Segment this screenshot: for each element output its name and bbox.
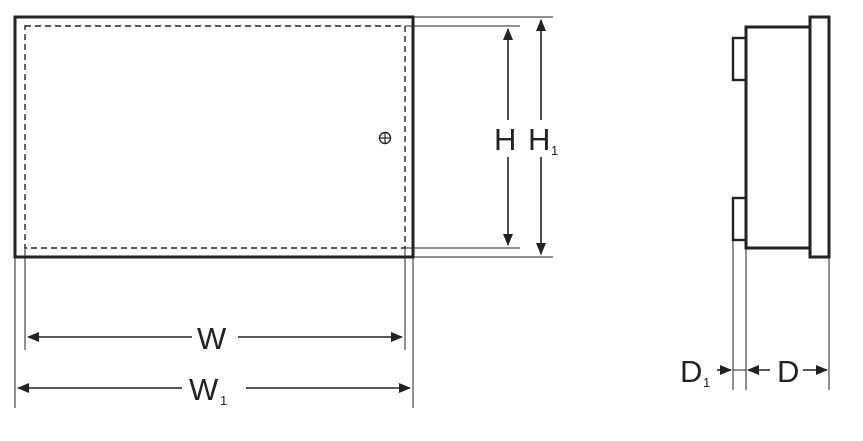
d-label: D [777,354,799,389]
w1-label: W [189,372,219,407]
front-view: H H 1 W W 1 [13,15,558,408]
w-label: W [197,321,227,356]
side-view: D 1 D [680,15,831,390]
upper-hinge [731,36,748,82]
lower-hinge [731,196,748,242]
front-body-hidden-outline [24,25,406,249]
d1-label: D [680,354,702,389]
w1-subscript: 1 [220,393,227,408]
lock-icon [378,131,392,145]
d1-subscript: 1 [703,375,710,390]
h-label: H [494,122,516,157]
h1-subscript: 1 [551,143,558,158]
h1-label: H [528,122,550,157]
side-body-outline [744,25,812,250]
side-door-outline [808,15,831,259]
front-door-outline [13,15,415,259]
